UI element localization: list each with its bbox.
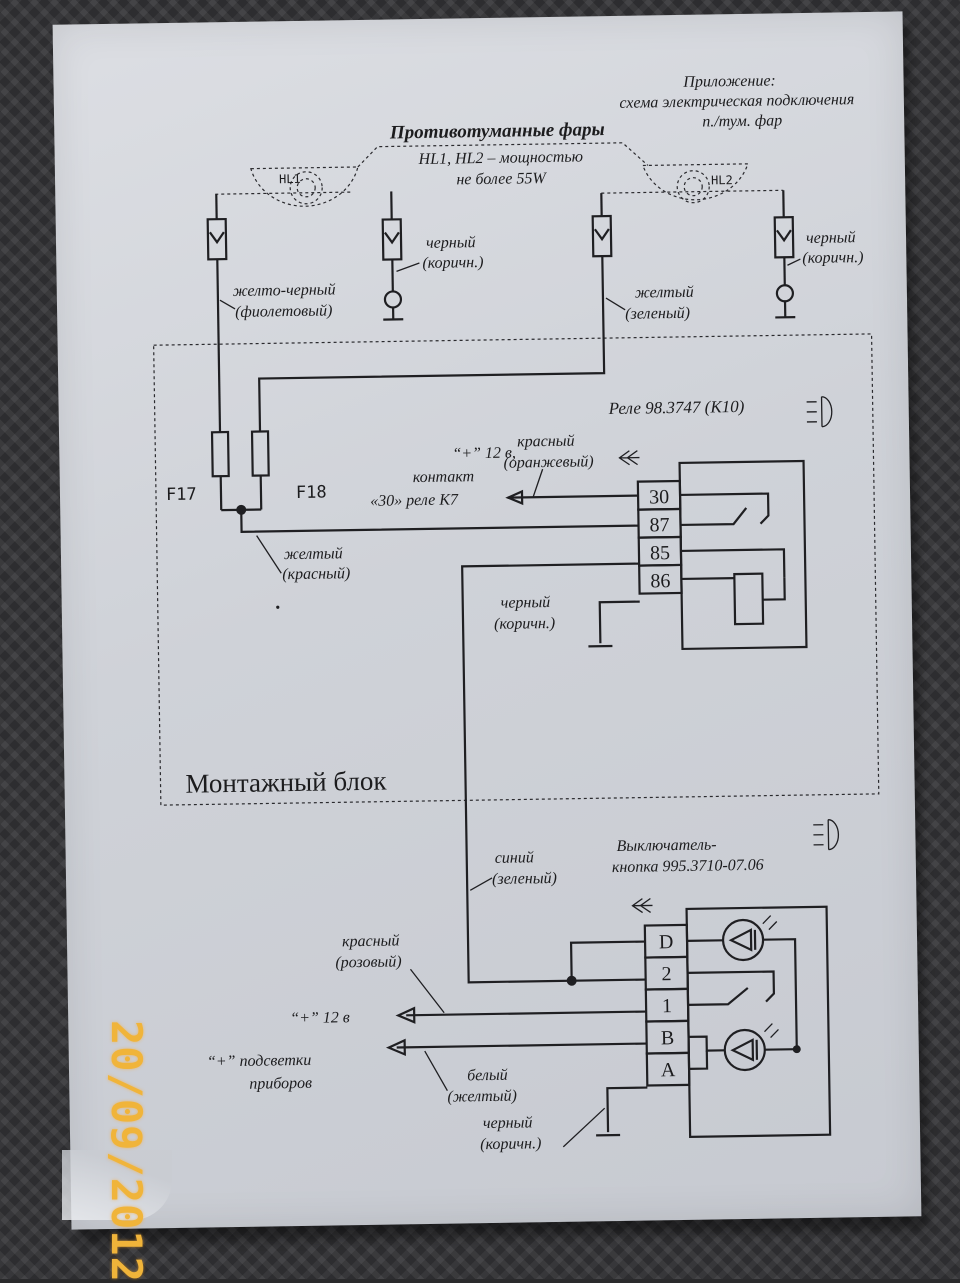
wire-label-red-1: красный bbox=[517, 433, 575, 451]
switch-pin-d: D bbox=[659, 931, 674, 953]
relay-icon bbox=[807, 397, 832, 427]
plus12-switch-label: “+” 12 в bbox=[290, 1009, 350, 1027]
wire-label-blue-alt: (зеленый) bbox=[492, 870, 557, 888]
fog-lamps-title: Противотуманные фары bbox=[389, 119, 605, 143]
hl2-label: HL2 bbox=[711, 173, 733, 187]
wire-label-white-alt: (желтый) bbox=[447, 1088, 517, 1106]
hl1-label: HL1 bbox=[279, 172, 301, 186]
hl1-positive-connector bbox=[207, 194, 226, 259]
wire-label-red-1-alt: (оранжевый) bbox=[503, 453, 593, 471]
relay-pins: 30 87 85 86 bbox=[638, 481, 682, 594]
appendix-line-2: схема электрическая подключения bbox=[619, 91, 854, 112]
appendix-line-3: п./тум. фар bbox=[702, 112, 782, 130]
wire-label-black-1-alt: (коричн.) bbox=[422, 254, 483, 272]
relay-pin-87: 87 bbox=[649, 514, 669, 536]
fog-lamp-hl2: HL2 bbox=[601, 163, 784, 204]
wire-label-red-2-alt: (розовый) bbox=[335, 953, 402, 971]
switch-pins: D 2 1 B A bbox=[645, 925, 690, 1086]
connector-symbol-switch bbox=[632, 898, 652, 912]
wire-label-white: белый bbox=[467, 1067, 508, 1085]
appendix-title: Приложение: bbox=[682, 72, 776, 90]
wire-label-black-3-alt: (коричн.) bbox=[494, 615, 555, 633]
wire-label-yellow-1: желтый bbox=[635, 284, 694, 302]
wire-label-yellow-2-alt: (красный) bbox=[282, 565, 350, 583]
wire-label-black-4-alt: (коричн.) bbox=[480, 1135, 541, 1153]
backlight-label-1: “+” подсветки bbox=[207, 1052, 312, 1071]
led-indicator-1 bbox=[723, 920, 764, 961]
mounting-block-border bbox=[154, 334, 879, 805]
hl1-ground-connector bbox=[381, 191, 403, 319]
relay-pin-30: 30 bbox=[649, 486, 669, 508]
fuse-f17 bbox=[212, 432, 229, 476]
relay-coil bbox=[734, 574, 763, 624]
fog-lamps-spec-1: HL1, HL2 – мощностью bbox=[417, 148, 583, 168]
connector-symbol-relay bbox=[619, 451, 639, 465]
wire-label-yellow-1-alt: (зеленый) bbox=[625, 305, 690, 323]
plus12-relay-line-2: контакт bbox=[413, 468, 475, 486]
backlight-label-2: приборов bbox=[249, 1075, 312, 1093]
wire-label-black-2: черный bbox=[806, 229, 856, 247]
switch-icon bbox=[813, 820, 838, 850]
relay-pin-86: 86 bbox=[650, 570, 670, 592]
mounting-block-label: Монтажный блок bbox=[185, 766, 387, 799]
wire-label-red-2: красный bbox=[342, 932, 400, 950]
wire-label-black-3: черный bbox=[501, 594, 551, 612]
fuse-f18-label: F18 bbox=[296, 483, 327, 503]
wire-label-blue: синий bbox=[495, 849, 534, 867]
relay-label: Реле 98.3747 (К10) bbox=[608, 397, 745, 418]
switch-pin-2: 2 bbox=[661, 963, 671, 985]
switch-label-1: Выключатель- bbox=[616, 836, 716, 855]
wire-label-black-1: черный bbox=[426, 234, 476, 252]
wire-label-yellow-black-alt: (фиолетовый) bbox=[235, 302, 332, 321]
wire-label-yellow-2: желтый bbox=[284, 545, 343, 563]
relay-pin-85: 85 bbox=[650, 542, 670, 564]
switch-label-2: кнопка 995.3710-07.06 bbox=[612, 857, 764, 876]
photo-date-stamp: 20/09/2012 bbox=[95, 1020, 151, 1240]
led-indicator-2 bbox=[724, 1030, 765, 1071]
relay-body bbox=[680, 461, 807, 649]
wire-label-black-2-alt: (коричн.) bbox=[802, 249, 863, 267]
switch-pin-b: B bbox=[661, 1027, 675, 1049]
hl2-ground-connector bbox=[773, 190, 795, 317]
switch-pin-1: 1 bbox=[662, 995, 672, 1017]
fuse-f18 bbox=[252, 431, 269, 475]
wire-label-yellow-black: желто-черный bbox=[233, 281, 336, 300]
plus12-relay-line-3: «30» реле К7 bbox=[370, 491, 459, 509]
hl2-positive-connector bbox=[592, 193, 611, 256]
fuse-f17-label: F17 bbox=[166, 485, 197, 505]
wire-label-black-4: черный bbox=[483, 1114, 533, 1132]
switch-pin-a: A bbox=[661, 1059, 676, 1081]
fog-lamps-spec-2: не более 55W bbox=[456, 170, 547, 188]
